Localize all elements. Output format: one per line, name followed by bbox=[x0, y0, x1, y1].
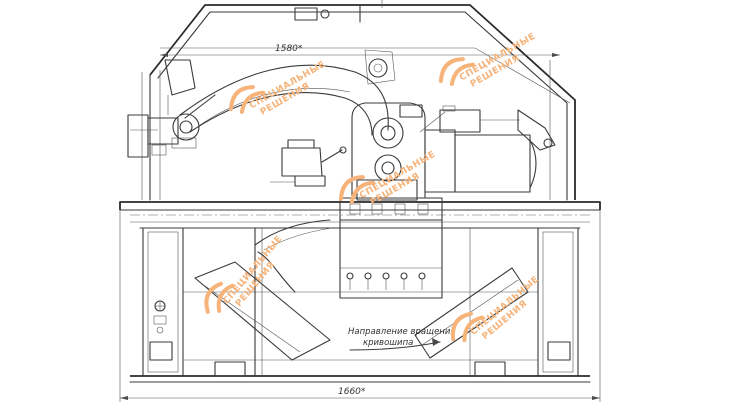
limit-switch bbox=[270, 139, 347, 187]
main-frame-beam bbox=[119, 201, 601, 229]
knife-housing bbox=[339, 197, 443, 299]
watermark-1: СПЕЦИАЛЬНЫЕ РЕШЕНИЯ bbox=[438, 32, 538, 90]
lower-frame bbox=[129, 227, 591, 383]
watermark-5: СПЕЦИАЛЬНЫЕ РЕШЕНИЯ bbox=[450, 275, 541, 343]
watermark-3: СПЕЦИАЛЬНЫЕ РЕШЕНИЯ bbox=[338, 150, 438, 208]
dimension-bottom-label: 1660* bbox=[338, 387, 366, 397]
hood-outline bbox=[141, 4, 576, 201]
rotation-annotation: Направление вращения кривошипа bbox=[348, 327, 456, 351]
watermark-logo-icon bbox=[204, 281, 235, 314]
gearbox-motor bbox=[351, 102, 556, 201]
side-gauge bbox=[153, 300, 167, 334]
watermark-logo-icon bbox=[338, 175, 376, 204]
annotation-line-2: кривошипа bbox=[363, 338, 413, 348]
watermark-logo-icon bbox=[438, 57, 476, 86]
watermark-4: СПЕЦИАЛЬНЫЕ РЕШЕНИЯ bbox=[204, 234, 285, 314]
top-latch bbox=[294, 0, 383, 23]
annotation-line-1: Направление вращения bbox=[348, 327, 456, 337]
left-pivot-assembly bbox=[127, 59, 200, 158]
deflector bbox=[254, 219, 333, 293]
watermark-logo-icon bbox=[228, 85, 266, 114]
watermark-logo-icon bbox=[450, 311, 485, 343]
dimension-bottom: 1660* bbox=[119, 210, 601, 402]
dimension-top: 1580* bbox=[160, 44, 560, 57]
dimension-top-label: 1580* bbox=[275, 44, 303, 54]
housing-bolts bbox=[346, 272, 426, 290]
